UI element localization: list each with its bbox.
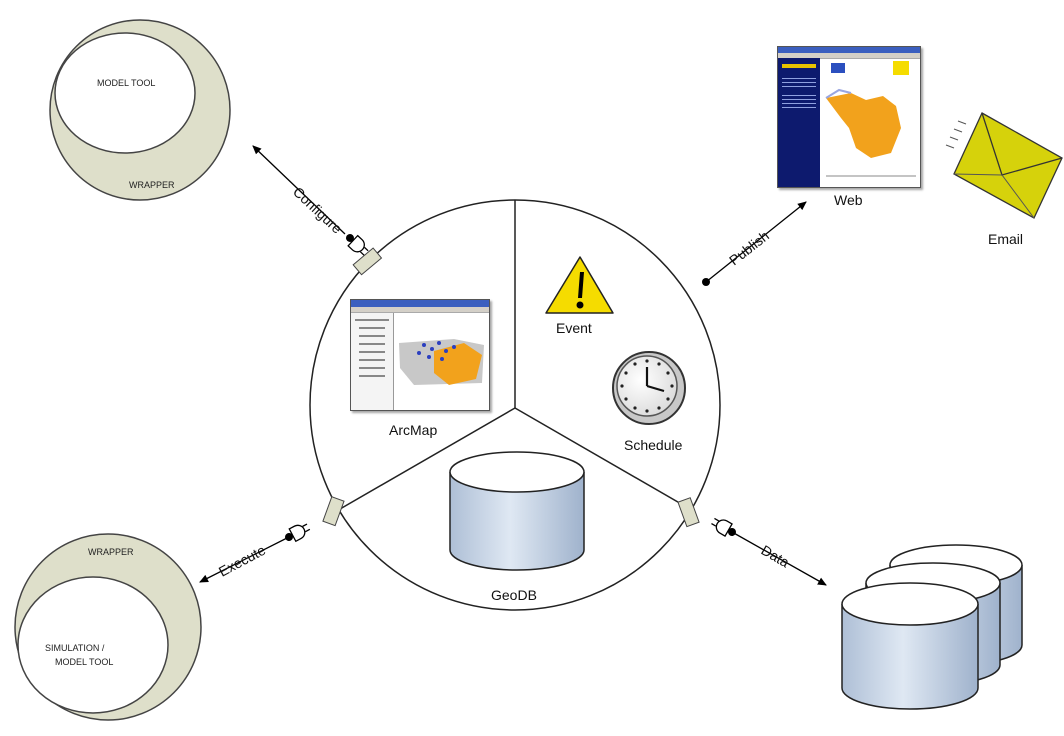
wrapper-label-bottom: WRAPPER: [88, 547, 134, 557]
divider-line: [339, 407, 516, 510]
database-icon: [841, 582, 979, 710]
database-icon: [449, 451, 585, 571]
arcmap-label: ArcMap: [389, 422, 437, 438]
event-label: Event: [556, 320, 592, 336]
simulation-label-line2: MODEL TOOL: [55, 657, 113, 667]
email-label: Email: [988, 231, 1023, 247]
web-map: [825, 61, 916, 177]
wrapper-label-top: WRAPPER: [129, 180, 175, 190]
envelope-icon: [945, 112, 1063, 219]
clock-icon: [612, 351, 686, 425]
arrow-icon: [252, 145, 346, 235]
port-tab: [322, 496, 345, 527]
web-label: Web: [834, 192, 863, 208]
execute-label: Execute: [216, 542, 268, 580]
simulation-label-line1: SIMULATION /: [45, 643, 105, 653]
simulation-tool-wrapper: [14, 533, 202, 721]
model-tool-label: MODEL TOOL: [97, 78, 155, 88]
port-tab: [352, 247, 383, 276]
data-label: Data: [759, 542, 793, 571]
configure-label: Configure: [290, 183, 345, 236]
warning-icon: [545, 256, 614, 314]
plug-icon: [711, 517, 736, 537]
plug-icon: [346, 234, 369, 256]
schedule-label: Schedule: [624, 437, 683, 453]
arrow-icon: [731, 531, 827, 586]
database-stack: [841, 544, 1023, 710]
web-screenshot: [777, 46, 921, 188]
arrow-icon: [705, 201, 807, 283]
model-tool-wrapper: [49, 19, 231, 201]
divider-line: [514, 407, 691, 510]
arcmap-map: [399, 339, 484, 385]
publish-label: Publish: [726, 227, 772, 268]
geodb-label: GeoDB: [491, 587, 537, 603]
port-tabs: [322, 247, 700, 528]
arcmap-screenshot: [350, 299, 490, 411]
plug-icon: [285, 523, 311, 543]
arrow-icon: [199, 536, 290, 583]
port-tab: [677, 497, 700, 528]
